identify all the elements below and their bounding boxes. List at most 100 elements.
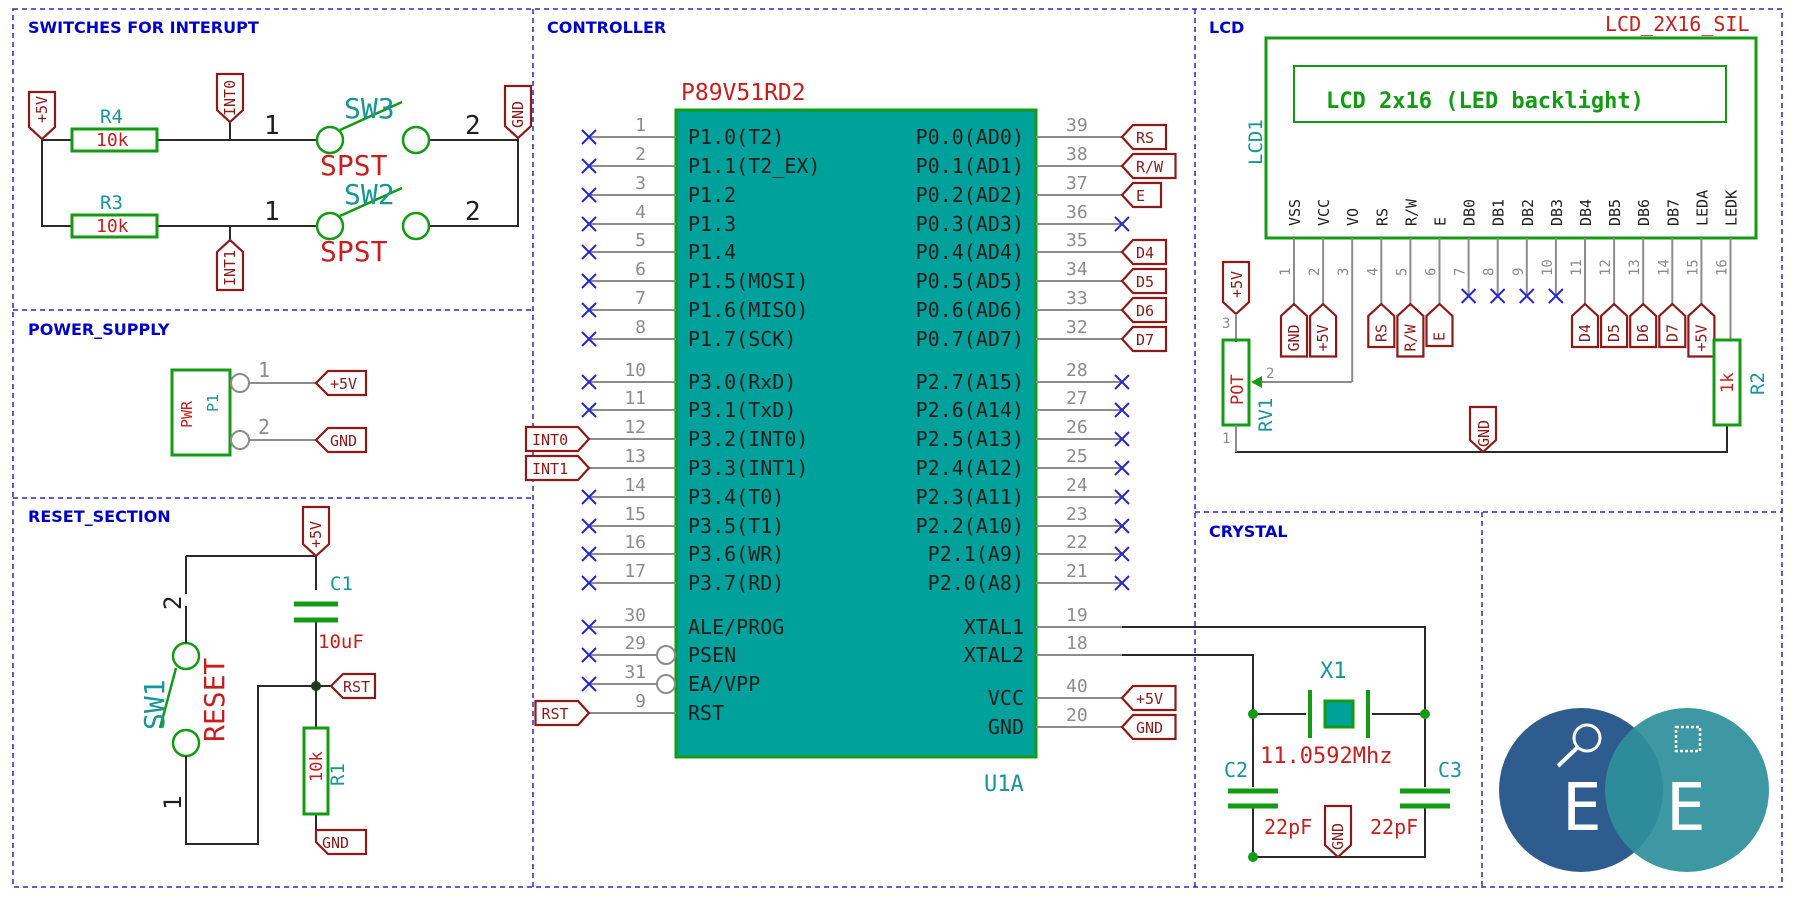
company-logo: E E	[1499, 708, 1769, 872]
lcd-pin-10: DB3 10	[1540, 199, 1566, 304]
svg-text:DB7: DB7	[1664, 199, 1682, 226]
reset-section: +5V RST GND C1 10uF 10k R1 2 1 SW1 R	[138, 505, 377, 856]
mcu-reference: U1A	[984, 772, 1024, 797]
svg-text:8: 8	[1482, 268, 1498, 276]
svg-text:18: 18	[1066, 633, 1088, 654]
resistor-r2-value: 1k	[1718, 373, 1738, 393]
mcu-pin-name: RST	[688, 701, 724, 725]
svg-text:22: 22	[1066, 532, 1088, 553]
svg-text:33: 33	[1066, 288, 1088, 309]
svg-text:D6: D6	[1136, 302, 1154, 320]
mcu-pin-name: P3.3(INT1)	[688, 456, 808, 480]
mcu-pin-name: PSEN	[688, 643, 736, 667]
svg-text:RST: RST	[542, 705, 569, 723]
svg-text:4: 4	[1365, 268, 1381, 276]
power-gnd-label: GND	[314, 426, 368, 454]
svg-text:6: 6	[1424, 268, 1440, 276]
svg-text:13: 13	[1627, 259, 1643, 276]
svg-text:D5: D5	[1605, 324, 1623, 342]
resistor-r4-value: 10k	[96, 130, 129, 151]
svg-text:SW2: SW2	[344, 178, 395, 211]
svg-text:10: 10	[1540, 259, 1556, 276]
mcu-pin-name: P0.2(AD2)	[916, 183, 1024, 207]
switches-gnd-label: GND	[503, 84, 533, 140]
mcu-pin-name: EA/VPP	[688, 672, 760, 696]
svg-text:38: 38	[1066, 144, 1088, 165]
svg-text:D5: D5	[1136, 273, 1154, 291]
svg-text:1: 1	[1222, 431, 1230, 447]
svg-text:11: 11	[1569, 259, 1585, 276]
connector-p1-body	[170, 368, 232, 457]
section-title-switches: SWITCHES FOR INTERUPT	[28, 18, 259, 37]
svg-text:+5V: +5V	[1314, 324, 1332, 351]
svg-text:9: 9	[635, 691, 646, 712]
mcu-pin-name: P0.6(AD6)	[916, 298, 1024, 322]
svg-text:1: 1	[159, 796, 187, 810]
mcu-pin-name: VCC	[988, 686, 1024, 710]
capacitor-c3-ref: C3	[1438, 758, 1462, 782]
svg-text:11: 11	[624, 388, 646, 409]
capacitor-c1-ref: C1	[330, 573, 353, 595]
lcd-display-window	[1293, 65, 1727, 123]
svg-text:29: 29	[624, 633, 646, 654]
reset-gnd-label: GND	[314, 828, 368, 856]
svg-text:37: 37	[1066, 173, 1088, 194]
svg-text:D7: D7	[1136, 331, 1154, 349]
magnifier-icon	[1572, 723, 1602, 753]
svg-text:+5V: +5V	[307, 521, 325, 548]
logo-circle-right	[1605, 708, 1769, 872]
svg-text:GND: GND	[1329, 823, 1347, 850]
svg-text:D7: D7	[1663, 324, 1681, 342]
svg-text:1: 1	[258, 358, 270, 382]
svg-text:GND: GND	[322, 834, 349, 852]
switches-section: +5V GND INT0 INT1 R4 10k R3 10k 1	[27, 72, 533, 292]
capacitor-c2-ref: C2	[1224, 758, 1248, 782]
svg-text:16: 16	[624, 532, 646, 553]
power-vcc-label: +5V	[314, 369, 368, 397]
svg-text:INT0: INT0	[221, 80, 239, 116]
svg-text:15: 15	[1685, 259, 1701, 276]
mcu-pin-name: P0.3(AD3)	[916, 212, 1024, 236]
crystal-x1-body	[1323, 699, 1355, 729]
svg-text:+5V: +5V	[1228, 271, 1246, 298]
svg-text:LEDK: LEDK	[1723, 190, 1741, 226]
svg-text:DB3: DB3	[1548, 199, 1566, 226]
mcu-pin-33: 33 P0.6(AD6) D6	[916, 288, 1168, 324]
mcu-right-pins: 39P0.0(AD0)RS38P0.1(AD1)R/W37P0.2(AD2)E3…	[916, 115, 1177, 741]
svg-text:6: 6	[635, 259, 646, 280]
section-borders	[12, 8, 1783, 888]
section-title-lcd: LCD	[1209, 18, 1244, 37]
mcu-pin-36: 36 P0.3(AD3)	[916, 202, 1130, 236]
reset-rst-label: RST	[329, 672, 377, 700]
svg-text:DB4: DB4	[1577, 199, 1595, 226]
mcu-pin-name: P0.1(AD1)	[916, 154, 1024, 178]
svg-text:DB1: DB1	[1490, 199, 1508, 226]
svg-text:DB5: DB5	[1606, 199, 1624, 226]
switch-sw3: 1 2 SW3 SPST	[264, 92, 481, 182]
svg-text:3: 3	[635, 173, 646, 194]
svg-text:36: 36	[1066, 202, 1088, 223]
svg-text:R/W: R/W	[1401, 323, 1419, 351]
mcu-pin-name: P1.6(MISO)	[688, 298, 808, 322]
lcd-reference: LCD1	[1245, 119, 1267, 165]
mcu-pin-name: P3.0(RxD)	[688, 370, 796, 394]
mcu-part-name: P89V51RD2	[681, 80, 806, 106]
svg-text:GND: GND	[509, 101, 527, 128]
svg-text:D4: D4	[1136, 244, 1154, 262]
lcd-pin-8: DB1 8	[1482, 199, 1508, 304]
crystal-x1-ref: X1	[1320, 659, 1347, 684]
